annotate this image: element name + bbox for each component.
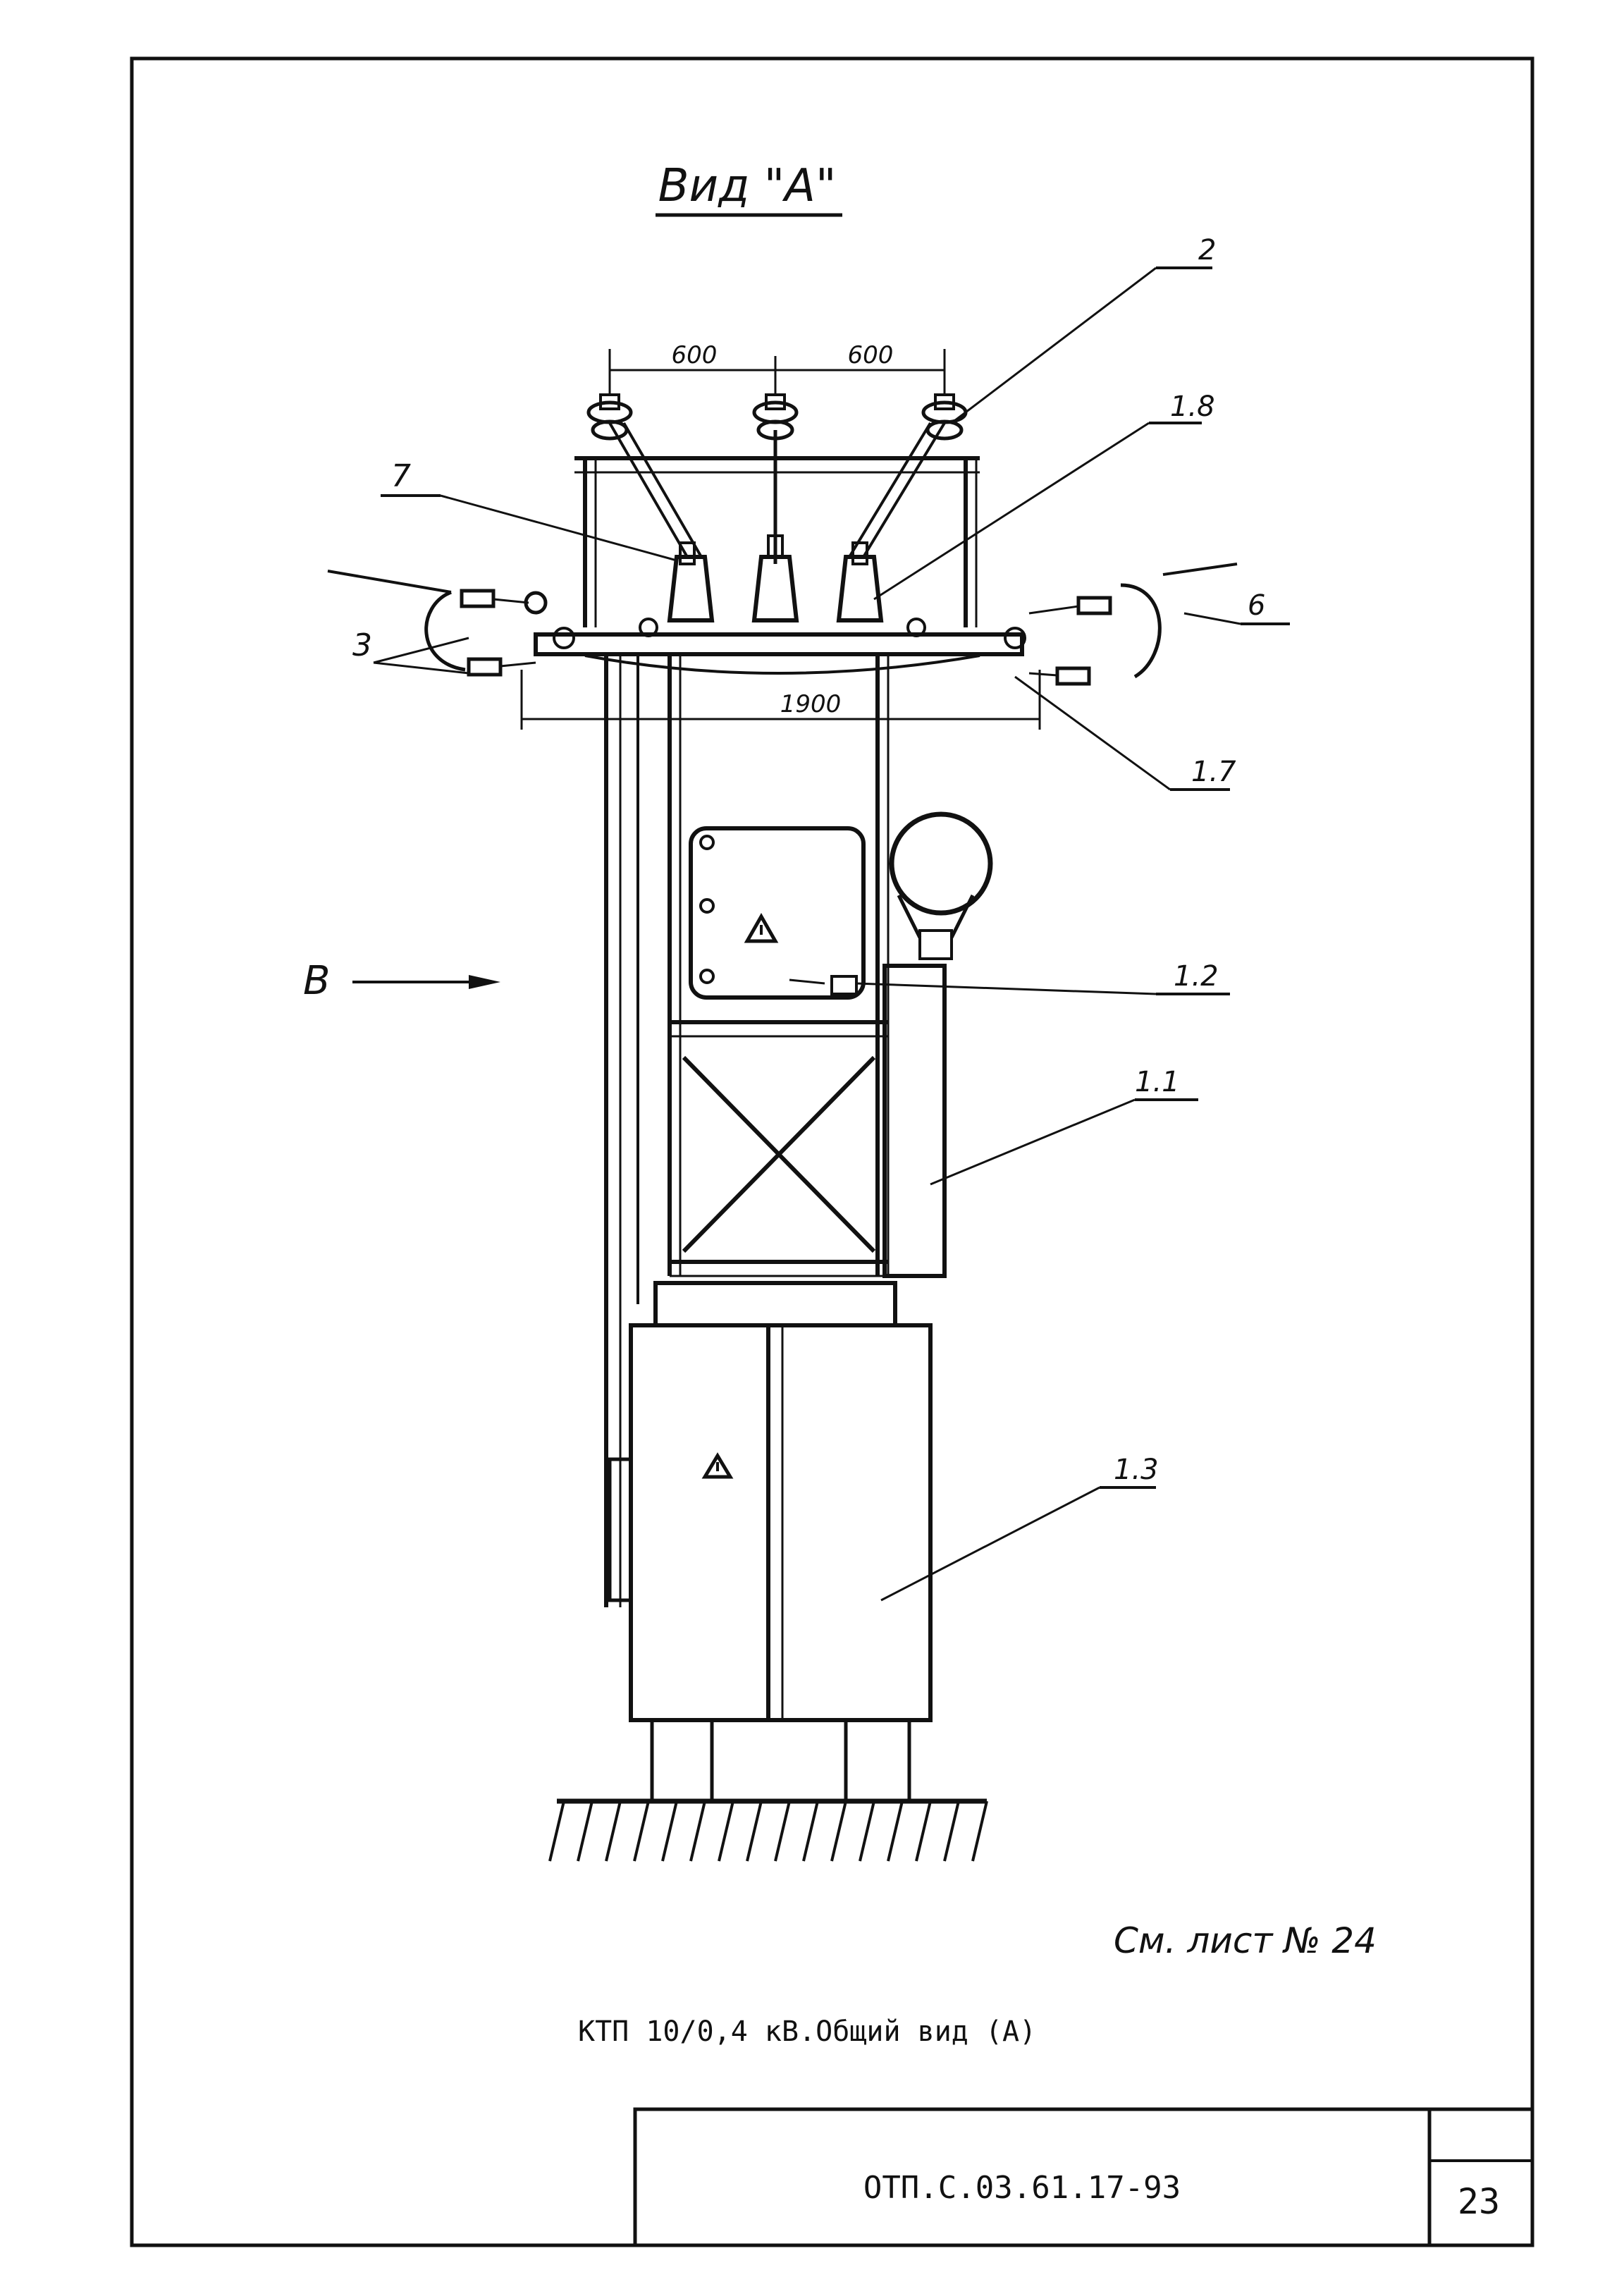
incoming-line-left <box>327 570 548 677</box>
callout-2: 2 <box>1198 234 1216 266</box>
document-code: ОТП.С.03.61.17-93 <box>863 2170 1181 2206</box>
platform-beam <box>534 618 1026 675</box>
direction-arrow: В <box>303 958 500 1004</box>
sheet-frame <box>130 56 1534 2247</box>
dimension-platform: 1900 <box>520 670 1041 730</box>
callout-1-8: 1.8 <box>1170 391 1215 423</box>
view-title: Вид "А" <box>656 160 842 217</box>
dimension-top: 600 600 <box>608 341 946 395</box>
incoming-line-right <box>1028 563 1238 686</box>
insulator-frame <box>574 422 980 627</box>
sheet-number: 23 <box>1458 2181 1500 2222</box>
direction-label: В <box>303 958 330 1004</box>
transformer-box <box>608 1323 933 1722</box>
callout-6: 6 <box>1248 589 1265 622</box>
foundation <box>548 1720 988 1862</box>
drawing-caption: КТП 10/0,4 кВ.Общий вид (А) <box>578 2015 1036 2048</box>
callout-3: 3 <box>352 627 372 663</box>
fuse-units <box>667 534 884 622</box>
view-title-text: Вид "А" <box>658 160 837 212</box>
warning-triangle-icon <box>701 1452 734 1479</box>
title-block: ОТП.С.03.61.17-93 23 <box>633 2107 1534 2247</box>
side-cabinet <box>882 811 993 1278</box>
dimension-1900: 1900 <box>780 690 842 718</box>
dimension-right-600: 600 <box>848 341 894 369</box>
callout-1-3: 1.3 <box>1114 1454 1159 1486</box>
see-sheet-note: См. лист № 24 <box>1114 1920 1377 1961</box>
callout-1-1: 1.1 <box>1135 1066 1180 1098</box>
callout-1-7: 1.7 <box>1191 756 1236 788</box>
tower-frame <box>604 656 897 1607</box>
warning-triangle-icon <box>744 912 779 943</box>
insulator-center <box>752 393 799 441</box>
switch-cabinet <box>689 826 866 1000</box>
callout-7: 7 <box>391 458 411 494</box>
dimension-left-600: 600 <box>672 341 718 369</box>
insulator-left <box>586 393 633 441</box>
callout-1-2: 1.2 <box>1174 960 1219 993</box>
leader-lines <box>373 266 1290 1602</box>
